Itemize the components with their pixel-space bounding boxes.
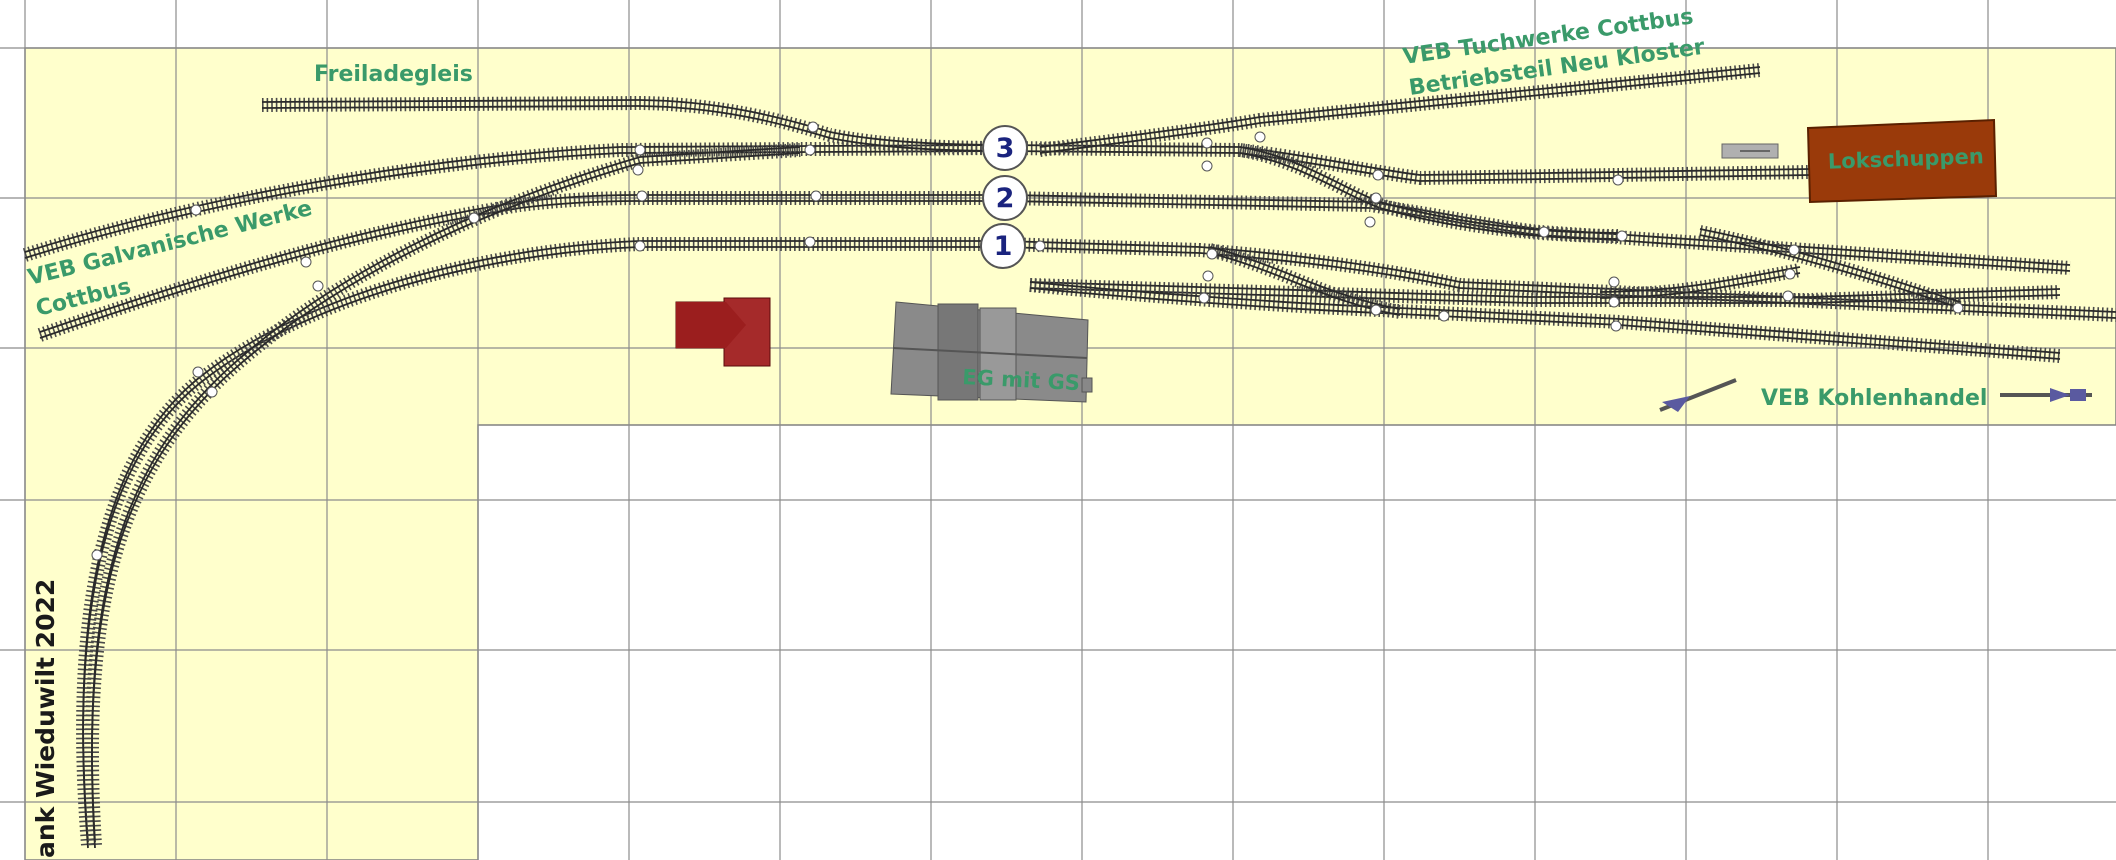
turnout-marker: [636, 190, 648, 202]
turnout-marker: [312, 280, 324, 292]
track-number-2: 2: [982, 175, 1028, 221]
signal-icon: [2000, 388, 2092, 402]
turnout-marker: [804, 144, 816, 156]
track-rail: [1699, 234, 1961, 309]
turnout-marker: [1952, 302, 1964, 314]
track-ties: [1378, 198, 1621, 243]
track-rail: [261, 105, 1006, 152]
loco-shed: Lokschuppen: [1806, 118, 1998, 204]
track-ties: [1698, 225, 1963, 312]
signal-icon: [1659, 378, 1737, 412]
track-number-1: 1: [980, 223, 1026, 269]
turnout-marker: [1608, 276, 1620, 288]
track-rail: [39, 194, 2071, 333]
track-rail: [1239, 146, 1381, 203]
buffer-stop-icon: [1721, 143, 1779, 159]
turnout-marker: [810, 190, 822, 202]
freiladegleis-label: Freiladegleis: [314, 62, 473, 87]
track-rail: [1599, 266, 1801, 293]
turnout-marker: [1034, 240, 1046, 252]
turnout-marker: [1610, 320, 1622, 332]
station-building-icon: [890, 301, 1093, 403]
track-rail: [1239, 152, 1381, 209]
track-rail: [1209, 246, 1401, 310]
turnout-marker: [632, 164, 644, 176]
track-rail: [1379, 201, 1621, 234]
track-ties: [37, 191, 2071, 342]
track-rail: [261, 99, 1006, 146]
turnout-marker: [1201, 137, 1213, 149]
track-rail: [1379, 207, 1621, 240]
track-rail: [1699, 228, 1961, 303]
turnout-marker: [1206, 248, 1218, 260]
turnout-marker: [1198, 292, 1210, 304]
turnout-marker: [300, 256, 312, 268]
track-rail: [1039, 72, 1761, 154]
turnout-marker: [1616, 230, 1628, 242]
turnout-marker: [634, 144, 646, 156]
track-rail: [82, 240, 2116, 843]
track-ties: [1029, 278, 2061, 307]
turnout-marker: [1782, 290, 1794, 302]
svg-text:3: 3: [996, 133, 1015, 164]
turnout-marker: [190, 204, 202, 216]
turnout-marker: [634, 240, 646, 252]
loco-shed-label: Lokschuppen: [1827, 144, 1984, 173]
turnout-marker: [1372, 169, 1384, 181]
turnout-marker: [468, 212, 480, 224]
turnout-marker: [1370, 192, 1382, 204]
track-rail: [24, 144, 1811, 253]
turnout-marker: [1608, 296, 1620, 308]
turnout-marker: [1201, 160, 1213, 172]
track-rail: [24, 150, 1811, 259]
turnout-marker: [91, 549, 103, 561]
track-rail: [1599, 272, 1801, 299]
turnout-marker: [1254, 131, 1266, 143]
turnout-marker: [1438, 310, 1450, 322]
track-rail: [82, 246, 2116, 849]
turnout-marker: [1364, 216, 1376, 228]
turnout-marker: [1784, 268, 1796, 280]
track-rail: [91, 152, 801, 849]
track-ties: [22, 140, 1811, 262]
turnout-marker: [1202, 270, 1214, 282]
turnout-marker: [804, 236, 816, 248]
turnout-marker: [1370, 304, 1382, 316]
house-icon: [675, 297, 771, 367]
kohlenhandel-label: VEB Kohlenhandel: [1761, 386, 1987, 411]
turnout-marker: [1788, 244, 1800, 256]
track-ties: [1599, 263, 1802, 302]
track-rail: [39, 200, 2071, 339]
track-number-3: 3: [982, 125, 1028, 171]
track-ties: [261, 95, 1006, 155]
svg-text:1: 1: [994, 231, 1013, 262]
turnout-marker: [1538, 226, 1550, 238]
turnout-markers: [91, 121, 1964, 561]
svg-text:2: 2: [996, 183, 1015, 214]
turnout-marker: [206, 386, 218, 398]
turnout-marker: [1612, 174, 1624, 186]
track-ties: [1029, 278, 2061, 363]
track-rail: [1039, 66, 1761, 148]
turnout-marker: [192, 366, 204, 378]
turnout-marker: [807, 121, 819, 133]
credit-label: ank Wieduwilt 2022: [31, 579, 60, 858]
